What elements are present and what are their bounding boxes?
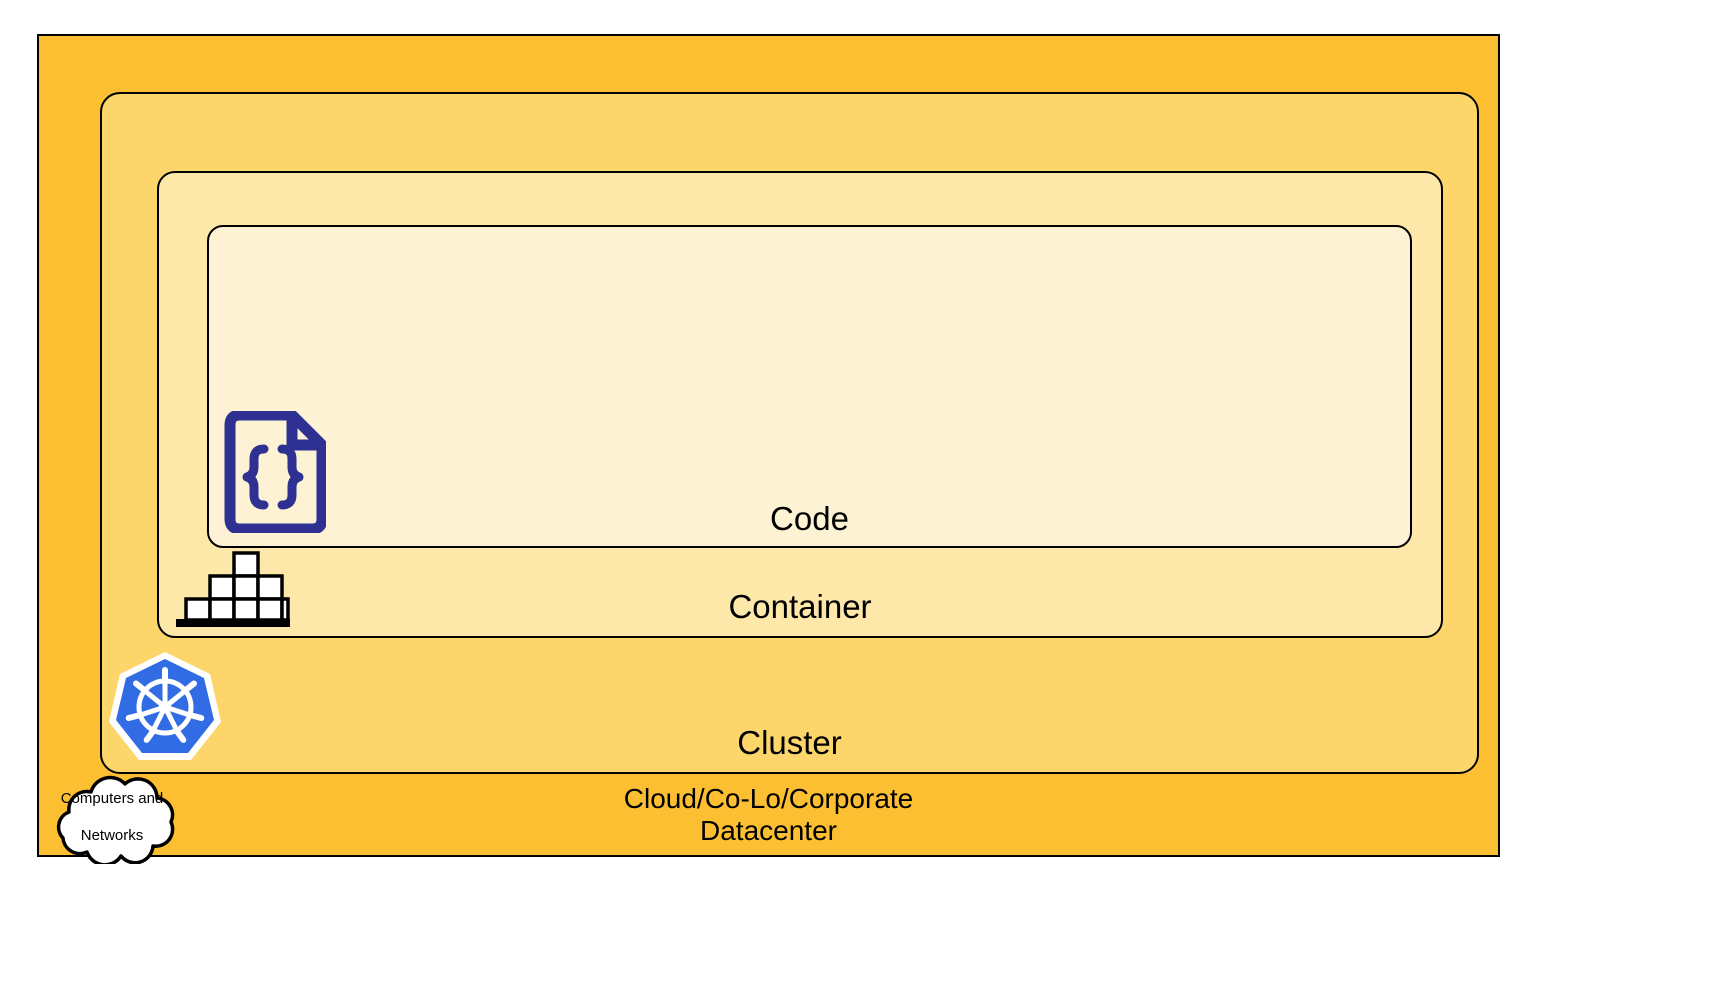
layer-cluster[interactable]: Cluster Container Code	[100, 92, 1479, 774]
container-stack-icon	[168, 551, 290, 627]
layer-container[interactable]: Container Code	[157, 171, 1443, 638]
layer-datacenter-label: Cloud/Co-Lo/Corporate Datacenter	[623, 782, 914, 846]
layer-code[interactable]: Code	[207, 225, 1412, 548]
layer-datacenter[interactable]: Cloud/Co-Lo/Corporate Datacenter Cluster…	[37, 34, 1500, 857]
layer-cluster-label: Cluster	[737, 724, 842, 762]
layer-code-label: Code	[770, 500, 849, 538]
code-document-icon	[220, 409, 328, 535]
layer-container-label: Container	[728, 588, 872, 626]
kubernetes-icon	[109, 650, 221, 762]
cloud-shape-icon	[56, 775, 175, 867]
computers-and-networks-callout[interactable]: Computers and Networks	[33, 772, 191, 867]
